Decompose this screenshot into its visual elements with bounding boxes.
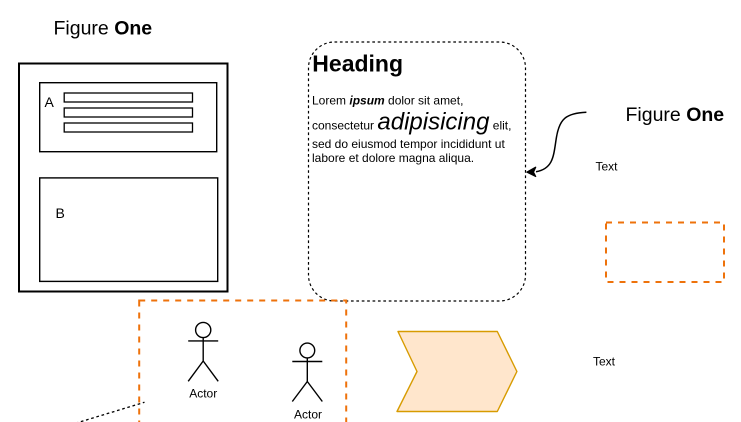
svg-text:A: A [45,94,55,110]
svg-text:Text: Text [593,355,616,369]
svg-text:Figure One: Figure One [54,18,153,40]
svg-text:Lorem ipsum dolor sit amet,: Lorem ipsum dolor sit amet, [312,94,463,108]
svg-text:Actor: Actor [294,408,322,422]
svg-text:Heading: Heading [312,51,403,77]
svg-text:B: B [56,205,65,221]
svg-text:Figure One: Figure One [626,104,725,126]
svg-text:sed do eiusmod tempor incididu: sed do eiusmod tempor incididunt ut [312,137,505,151]
svg-text:Actor: Actor [189,387,217,401]
svg-text:labore et dolore magna aliqua.: labore et dolore magna aliqua. [312,151,474,165]
svg-text:Text: Text [596,160,619,174]
